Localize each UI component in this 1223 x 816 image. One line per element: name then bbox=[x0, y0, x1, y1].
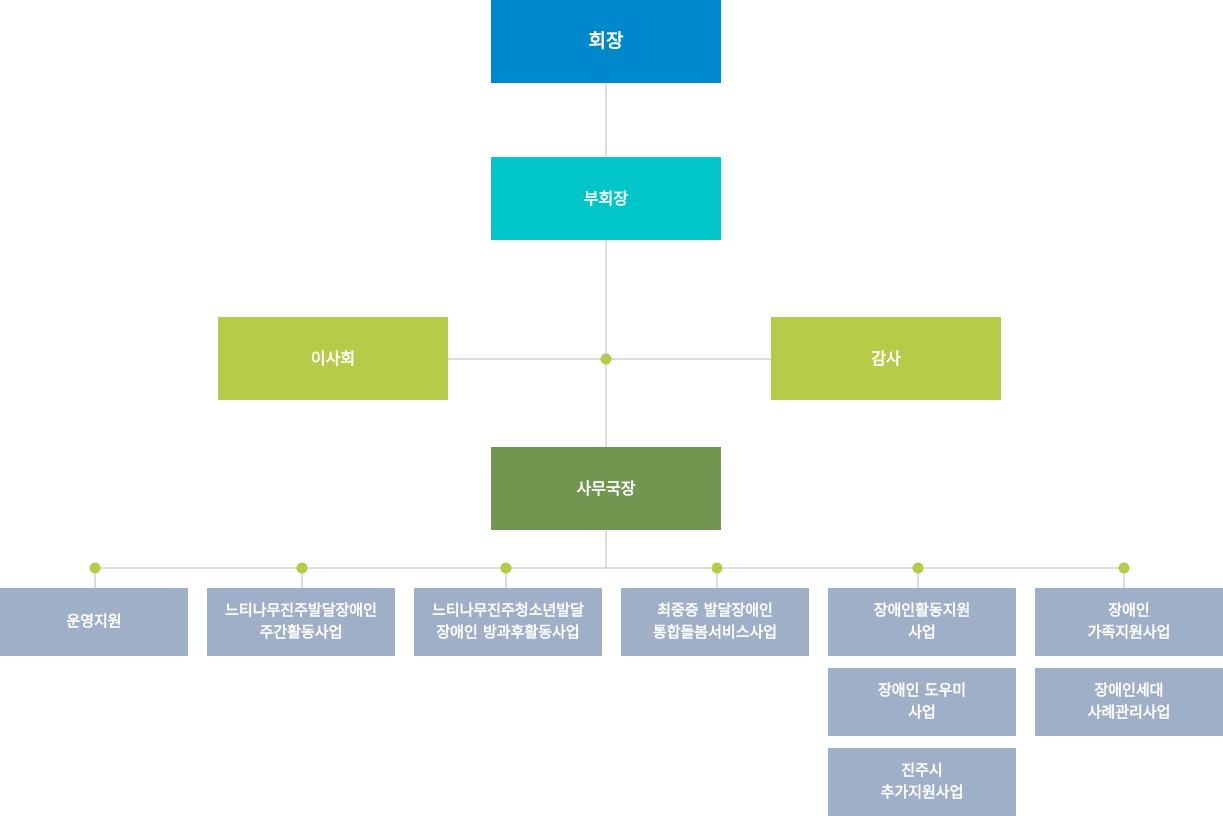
dept-label-line: 장애인활동지원 bbox=[873, 601, 971, 620]
node-vice-chairman-label: 부회장 bbox=[583, 188, 629, 208]
subdept-case-management: 장애인세대 사례관리사업 bbox=[1035, 668, 1223, 736]
dept-integrated-care: 최중증 발달장애인 통합돌봄서비스사업 bbox=[621, 588, 809, 656]
dept-after-school: 느티나무진주청소년발달 장애인 방과후활동사업 bbox=[414, 588, 602, 656]
node-chairman: 회장 bbox=[491, 0, 721, 83]
dept-label-line: 느티나무진주발달장애인 bbox=[225, 601, 377, 620]
junction-dot-dept-2 bbox=[296, 562, 308, 574]
node-chairman-label: 회장 bbox=[588, 29, 624, 52]
dept-label-line: 느티나무진주청소년발달 bbox=[432, 601, 584, 620]
dept-label-line: 장애인 도우미 bbox=[877, 681, 967, 700]
dept-operations-support: 운영지원 bbox=[0, 588, 188, 656]
dept-label-line: 사업 bbox=[908, 623, 936, 641]
junction-dot-dept-4 bbox=[711, 562, 723, 574]
dept-label-line: 통합돌봄서비스사업 bbox=[652, 623, 778, 641]
node-audit-label: 감사 bbox=[871, 348, 901, 368]
dept-family-support: 장애인 가족지원사업 bbox=[1035, 588, 1223, 656]
dept-day-activity: 느티나무진주발달장애인 주간활동사업 bbox=[207, 588, 395, 656]
subdept-helper: 장애인 도우미 사업 bbox=[828, 668, 1016, 736]
dept-label-line: 진주시 bbox=[901, 761, 943, 780]
dept-label-line: 주간활동사업 bbox=[259, 623, 343, 641]
node-vice-chairman: 부회장 bbox=[491, 157, 721, 240]
dept-label-line: 운영지원 bbox=[66, 612, 122, 631]
dept-label-line: 장애인세대 bbox=[1094, 681, 1164, 700]
dept-label-line: 사례관리사업 bbox=[1087, 703, 1171, 721]
dept-label-line: 최중증 발달장애인 bbox=[657, 601, 773, 620]
subdept-jinju-additional: 진주시 추가지원사업 bbox=[828, 748, 1016, 816]
dept-label-line: 장애인 bbox=[1108, 601, 1150, 620]
node-secretary-general-label: 사무국장 bbox=[576, 478, 636, 498]
node-secretary-general: 사무국장 bbox=[491, 447, 721, 530]
junction-dot-dept-3 bbox=[500, 562, 512, 574]
dept-activity-support: 장애인활동지원 사업 bbox=[828, 588, 1016, 656]
dept-label-line: 추가지원사업 bbox=[880, 783, 964, 801]
junction-dot-dept-6 bbox=[1118, 562, 1130, 574]
junction-dot-dept-1 bbox=[89, 562, 101, 574]
junction-dot-board bbox=[600, 353, 612, 365]
dept-label-line: 가족지원사업 bbox=[1087, 623, 1171, 641]
junction-dot-dept-5 bbox=[912, 562, 924, 574]
dept-label-line: 사업 bbox=[908, 703, 936, 721]
node-board: 이사회 bbox=[218, 317, 448, 400]
node-board-label: 이사회 bbox=[310, 348, 356, 368]
node-audit: 감사 bbox=[771, 317, 1001, 400]
dept-label-line: 장애인 방과후활동사업 bbox=[436, 623, 580, 641]
